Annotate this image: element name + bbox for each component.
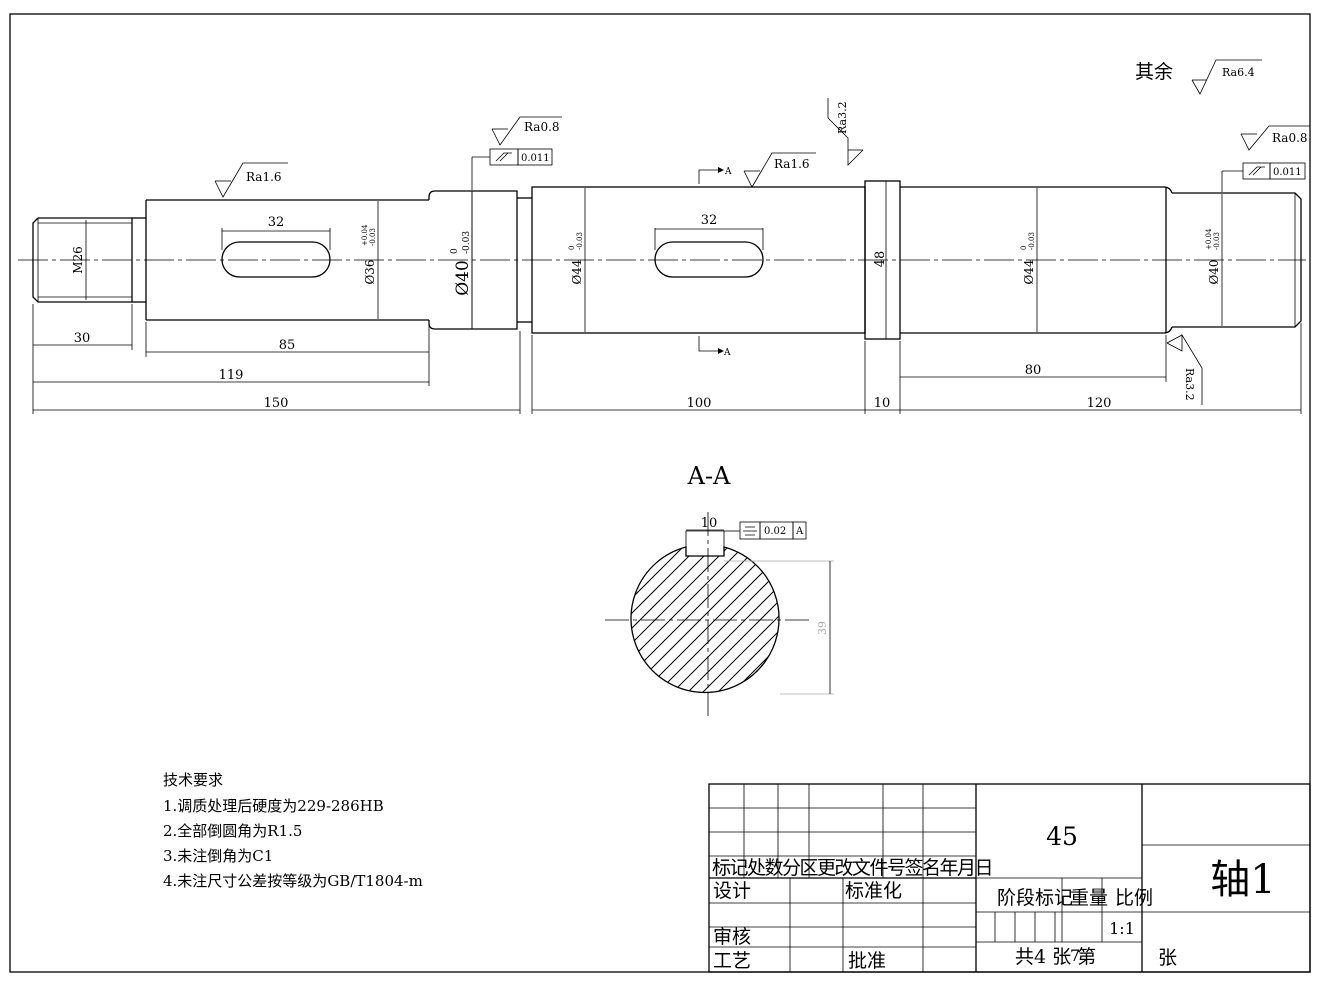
notes-title: 技术要求 (163, 771, 223, 789)
dim-key1: 32 (268, 215, 285, 230)
dim-l119: 119 (219, 368, 244, 383)
scale-label: 比例 (1115, 887, 1153, 909)
notes-item-2: 2.全部倒圆角为R1.5 (163, 822, 302, 840)
zhang-label: 张 (1158, 947, 1177, 969)
dim-d44a-tol-up: 0 (568, 246, 576, 250)
surface-general-ra: Ra6.4 (1222, 66, 1255, 79)
surface-general-label: 其余 (1135, 61, 1173, 83)
approve-label: 批准 (848, 950, 886, 972)
surface-ra16-a: Ra1.6 (246, 170, 282, 184)
surface-ra32-b: Ra3.2 (1183, 368, 1196, 401)
dim-d44b: Ø44 (1022, 259, 1036, 284)
sym-tolerance-datum: A (795, 526, 804, 537)
gdt-runout-b: 0.011 (1221, 162, 1306, 192)
dim-key2: 32 (701, 213, 718, 228)
dim-d40b-tol-up: +0.04 (1205, 228, 1213, 250)
dim-d48: 48 (873, 251, 888, 268)
dim-d40a-tol-up: 0 (450, 248, 460, 254)
process-label: 工艺 (713, 950, 751, 972)
surface-ra16-b: Ra1.6 (774, 157, 810, 171)
surface-finish-texts: 其余 Ra6.4 Ra1.6 Ra0.8 Ra1.6 Ra3.2 Ra0.8 R… (246, 61, 1308, 401)
dim-d44a: Ø44 (570, 259, 584, 284)
drawing-frame (9, 13, 1311, 973)
dim-l150: 150 (264, 396, 289, 411)
sheet-number: 7 (1070, 946, 1080, 965)
section-markers: A A (698, 167, 732, 358)
dim-l85: 85 (279, 338, 296, 353)
dim-l100: 100 (687, 396, 712, 411)
row-labels-text: 标记处数分区更改文件号签名年月日 (712, 857, 992, 879)
material-text: 45 (1046, 822, 1078, 851)
dim-d40a-tol-lo: -0.03 (462, 231, 472, 254)
section-key-width: 10 (701, 516, 718, 531)
dim-d36-tol-lo: -0.03 (369, 228, 377, 246)
dim-d44a-tol-lo: -0.03 (576, 232, 584, 250)
stage-label: 阶段标记 (997, 887, 1073, 909)
title-block: 45 轴1 标记处数分区更改文件号签名年月日 设计 标准化 阶段标记 重量 比例… (708, 783, 1311, 973)
dim-d40b-tol-lo: -0.03 (1213, 232, 1221, 250)
review-label: 审核 (713, 926, 751, 948)
design-label: 设计 (713, 880, 751, 902)
keyway-slot-2 (654, 241, 764, 278)
dim-d44b-tol-lo: -0.03 (1028, 232, 1036, 250)
gdt-runout-a: 0.011 (471, 148, 553, 190)
dim-d40b: Ø40 (1207, 259, 1221, 284)
section-view: 10 39 0.02 A (605, 512, 834, 716)
surface-ra32-a: Ra3.2 (836, 101, 849, 134)
section-marker-bottom: A (723, 348, 731, 358)
surface-ra08-a: Ra0.8 (524, 120, 560, 134)
part-name-text: 轴1 (1210, 857, 1275, 903)
section-title: A-A (687, 462, 731, 490)
runout-a-value: 0.011 (521, 153, 550, 164)
dim-l10: 10 (874, 396, 891, 411)
notes-item-3: 3.未注倒角为C1 (163, 847, 273, 865)
dim-l30: 30 (74, 331, 91, 346)
dim-d44b-tol-up: 0 (1020, 246, 1028, 250)
dimension-lines (32, 188, 1302, 414)
dimension-texts: 32 32 30 85 119 150 100 10 80 120 M26 Ø3… (71, 213, 1221, 411)
standardize-label: 标准化 (845, 880, 902, 902)
dim-l120: 120 (1087, 396, 1112, 411)
keyway-slot-1 (221, 241, 331, 278)
section-marker-top: A (724, 167, 732, 177)
section-depth: 39 (816, 621, 829, 635)
dim-d36-tol-up: +0.04 (361, 224, 369, 246)
runout-b-value: 0.011 (1273, 167, 1302, 178)
notes-item-1: 1.调质处理后硬度为229-286HB (163, 797, 384, 815)
dim-d40a: Ø40 (453, 260, 473, 296)
scale-value: 1:1 (1109, 919, 1135, 938)
dim-l80: 80 (1025, 363, 1042, 378)
dim-d36: Ø36 (363, 259, 377, 284)
dim-thread: M26 (71, 246, 85, 274)
surface-finish-symbols (214, 59, 1310, 405)
weight-label: 重量 (1070, 887, 1108, 909)
sheets-label: 共4 张 第 (1015, 946, 1096, 968)
surface-ra08-b: Ra0.8 (1272, 131, 1308, 145)
notes-item-4: 4.未注尺寸公差按等级为GB/T1804-m (163, 872, 423, 890)
sym-tolerance-value: 0.02 (764, 526, 786, 537)
technical-requirements: 技术要求 1.调质处理后硬度为229-286HB 2.全部倒圆角为R1.5 3.… (163, 771, 423, 890)
